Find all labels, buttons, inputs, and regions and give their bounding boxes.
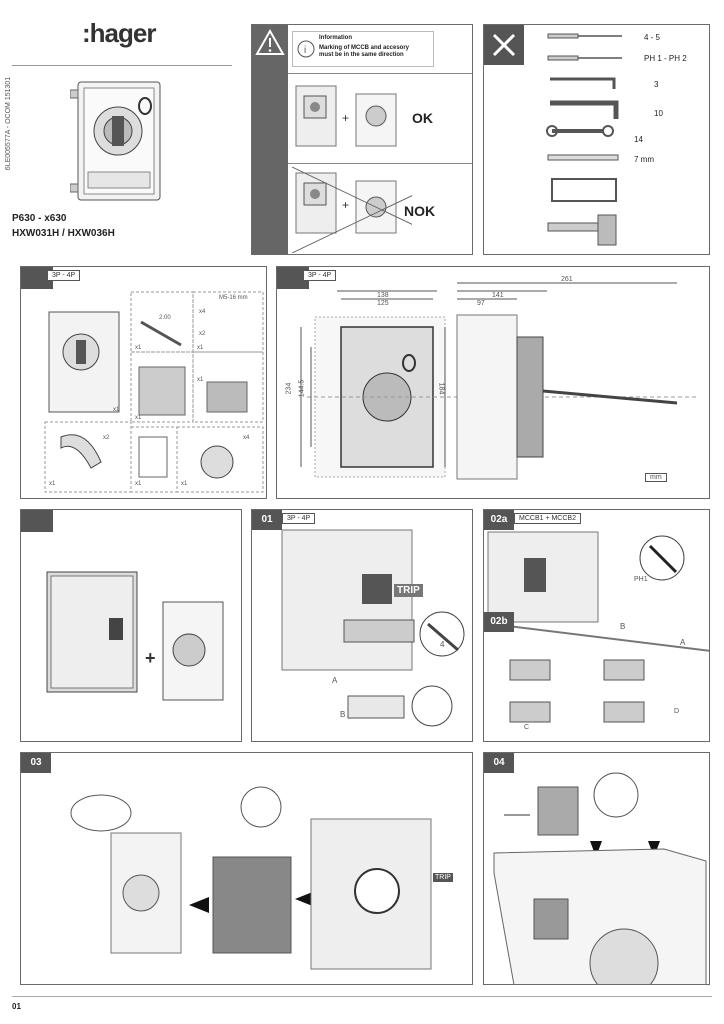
tool-label-3: 10: [654, 109, 663, 118]
step01-sub: 3P - 4P: [282, 513, 316, 524]
nok-illustration: +: [292, 167, 412, 253]
kit-qty-5: x1: [197, 345, 204, 351]
kit-qty-12: x1: [135, 481, 142, 487]
dims-illustration: [300, 282, 697, 480]
dim-184: 184: [437, 382, 445, 395]
dim-261: 261: [561, 276, 573, 283]
warning-icon: [255, 28, 285, 55]
unit-label: mm: [645, 473, 667, 482]
kit-qty-11: x1: [49, 481, 56, 487]
step03-panel: 03 TRIP: [20, 752, 473, 985]
step04-illustration: [493, 772, 707, 984]
info-divider-2: [288, 163, 472, 164]
info-text-2: must be in the same direction: [319, 52, 404, 58]
model-range: P630 - x630: [12, 213, 67, 224]
svg-text:+: +: [342, 111, 349, 125]
svg-text:+: +: [145, 648, 156, 668]
svg-text:i: i: [304, 45, 306, 56]
references: HXW031H / HXW036H: [12, 228, 115, 239]
kit-tag: 3P - 4P: [47, 270, 81, 281]
header-divider: [12, 65, 232, 66]
step03-illustration: [70, 786, 432, 970]
tool-label-5: 7 mm: [634, 155, 654, 164]
kit-qty-13: x1: [181, 481, 188, 487]
tools-panel: 4 - 5 PH 1 - PH 2 3 10 14 7 mm: [483, 24, 710, 255]
product-illustration: [69, 76, 180, 206]
dims-tag-icon: [277, 267, 309, 289]
info-icon: i: [297, 40, 315, 58]
assembly-panel: +: [20, 509, 242, 742]
kit-qty-2: x4: [199, 309, 206, 315]
kit-panel: 3P - 4P M5-16 mm 2.00 x1 x1 x4 x2 x1 x1 …: [20, 266, 267, 499]
dims-tag: 3P - 4P: [303, 270, 337, 281]
tool-label-2: 3: [654, 80, 659, 89]
step02a-tag: 02a: [484, 510, 514, 530]
step02b-tag: 02b: [484, 612, 514, 632]
step01-panel: 01 3P - 4P TRIP 4 A B: [251, 509, 473, 742]
doc-code: 6LE005577A - OCOM 151301: [5, 76, 13, 171]
step02-mark-c: C: [524, 724, 530, 731]
page-number: 01: [12, 1002, 21, 1011]
step02-mark-a: A: [680, 638, 686, 647]
step02-ph: PH1: [634, 576, 648, 583]
info-title: Information: [319, 35, 352, 41]
dims-panel: 3P - 4P 138 125 141 97 261 234 144.5 184…: [276, 266, 710, 499]
kit-qty-1: x1: [135, 345, 142, 351]
tool-label-1: PH 1 - PH 2: [644, 54, 687, 63]
step02-illustration: [484, 531, 709, 723]
info-divider-1: [288, 73, 472, 74]
kit-qty-0: x1: [113, 407, 120, 413]
kit-qty-9: x1: [197, 377, 204, 383]
dim-141: 141: [492, 292, 504, 299]
tool-label-0: 4 - 5: [644, 33, 661, 42]
kit-qty-3: x2: [199, 331, 206, 337]
ok-label: OK: [412, 110, 433, 126]
step01-trip: TRIP: [394, 584, 423, 597]
step01-illustration: [281, 529, 465, 727]
step01-torx: 4: [440, 640, 445, 649]
kit-qty-10: x4: [243, 435, 250, 441]
step04-tag: 04: [484, 753, 514, 773]
warning-sidebar: [252, 25, 288, 254]
tools-tag: [484, 25, 524, 65]
kit-illustration: [44, 291, 264, 493]
step01-tag: 01: [252, 510, 282, 530]
step03-tag: 03: [21, 753, 51, 773]
brand-logo: :hager: [82, 18, 156, 48]
step03-trip: TRIP: [433, 873, 453, 882]
dim-144: 144.5: [298, 379, 306, 398]
kit-qty-6: x1: [135, 415, 142, 421]
kit-tag-icon: [21, 267, 53, 289]
nok-label: NOK: [404, 203, 436, 219]
step02-mark-d: D: [674, 708, 680, 715]
dim-125: 125: [377, 300, 389, 307]
kit-qty-7: x2: [103, 435, 110, 441]
footer-divider: [12, 996, 712, 997]
kit-screw-spec: M5-16 mm: [219, 295, 248, 301]
ok-illustration: +: [295, 85, 397, 147]
step04-panel: 04: [483, 752, 710, 985]
tools-illustration: [546, 33, 622, 246]
assembly-tag-icon: [21, 510, 53, 532]
step01-mark-a: A: [332, 676, 338, 685]
info-panel: i Information Marking of MCCB and acceso…: [251, 24, 473, 255]
assembly-illustration: +: [46, 571, 224, 701]
dim-234: 234: [285, 382, 293, 395]
tools-icon: [492, 33, 516, 57]
info-box: i Information Marking of MCCB and acceso…: [292, 31, 434, 67]
step02-sub: MCCB1 + MCCB2: [514, 513, 581, 524]
tool-label-4: 14: [634, 135, 643, 144]
dim-138: 138: [377, 292, 389, 299]
step02-panel: 02a MCCB1 + MCCB2 02b PH1 A B C D: [483, 509, 710, 742]
info-text-1: Marking of MCCB and accesory: [319, 45, 410, 51]
svg-text:+: +: [342, 198, 349, 212]
step01-mark-b: B: [340, 710, 346, 719]
dim-97: 97: [477, 300, 485, 307]
kit-rod-length: 2.00: [159, 315, 171, 321]
step02-mark-b: B: [620, 622, 626, 631]
